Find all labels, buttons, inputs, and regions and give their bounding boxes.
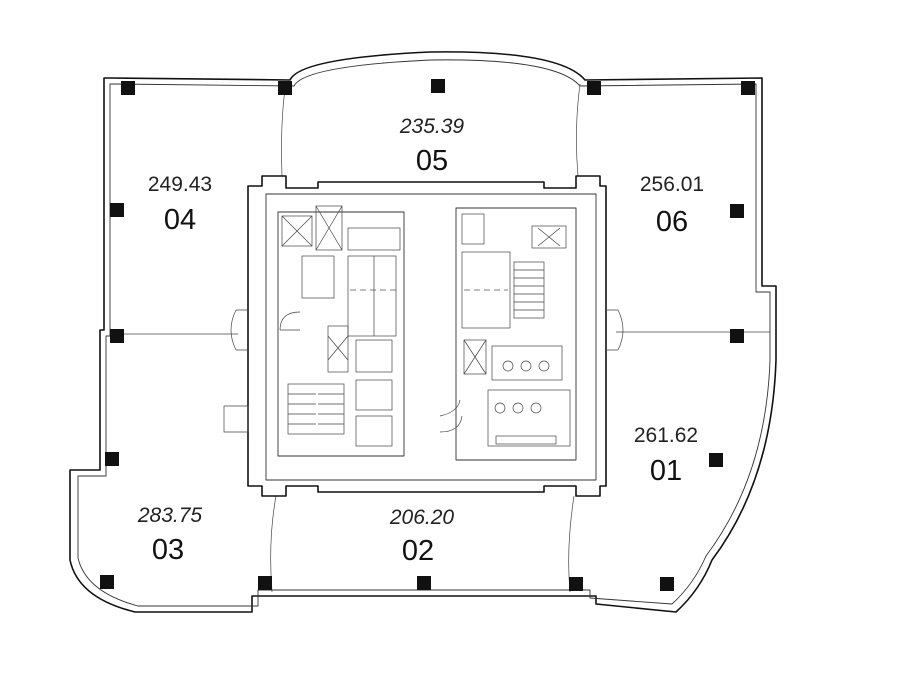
column-square [110,329,124,343]
unit-01-label: 261.62 01 [634,424,698,487]
unit-03-number: 03 [152,534,184,566]
unit-01-area: 261.62 [634,424,698,447]
unit-02-label: 206.20 02 [389,506,455,567]
unit-02-area: 206.20 [389,506,455,529]
column-square [569,577,583,591]
column-square [100,575,114,589]
column-square [258,576,272,590]
unit-02-number: 02 [402,535,434,567]
column-square [730,329,744,343]
unit-06-area: 256.01 [640,173,704,196]
unit-05-label: 235.39 05 [399,115,465,177]
column-square [110,203,124,217]
unit-03-area: 283.75 [137,504,203,527]
column-square [278,81,292,95]
building-core [223,175,624,497]
structural-columns [100,79,755,591]
right-core-block [439,207,577,461]
column-square [741,81,755,95]
column-square [660,577,674,591]
unit-04-number: 04 [164,204,196,236]
unit-05-number: 05 [416,145,448,177]
unit-04-area: 249.43 [148,173,212,196]
unit-06-label: 256.01 06 [640,173,704,238]
column-square [730,204,744,218]
unit-06-number: 06 [656,206,688,238]
unit-04-label: 249.43 04 [148,173,212,236]
unit-03-label: 283.75 03 [137,504,203,566]
unit-05-area: 235.39 [399,115,465,138]
column-square [121,81,135,95]
outer-wall [69,51,777,613]
column-square [105,452,119,466]
column-square [431,79,445,93]
column-square [587,81,601,95]
left-core-block [277,205,405,457]
column-square [417,576,431,590]
column-square [709,453,723,467]
unit-01-number: 01 [650,455,682,487]
